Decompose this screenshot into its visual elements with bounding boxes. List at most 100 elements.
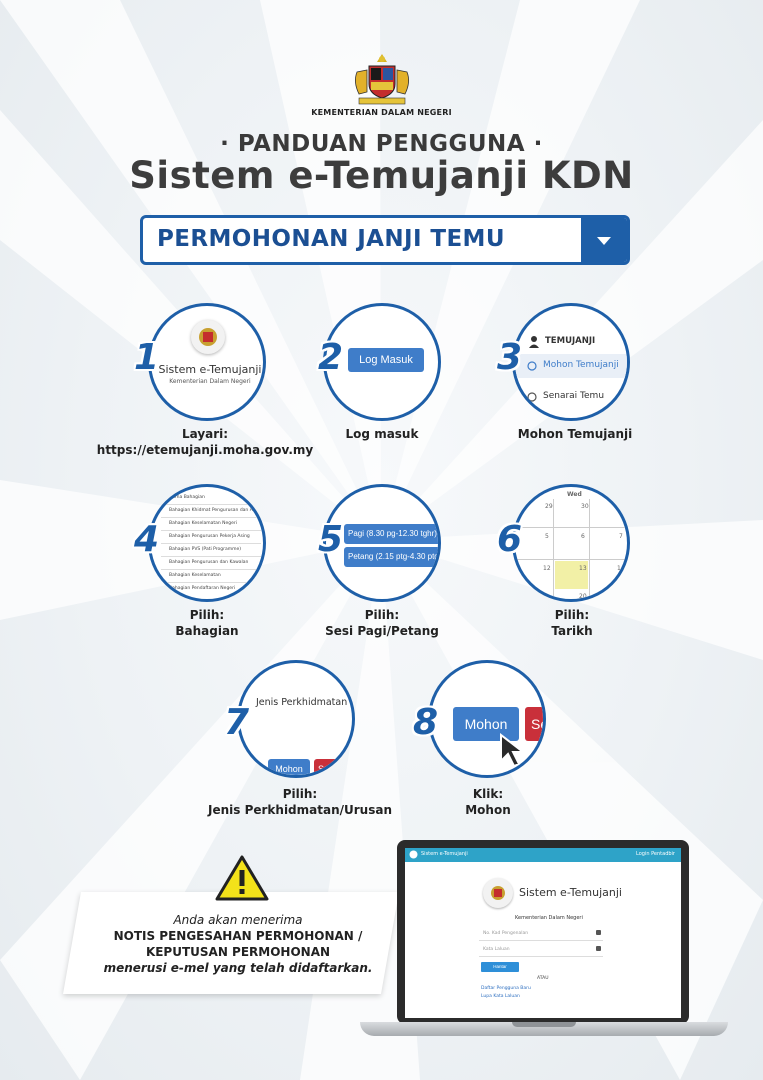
secondary-button: Se — [314, 759, 352, 775]
menu-item-mohon: Mohon Temujanji — [543, 360, 619, 370]
step-4-caption: Pilih: Bahagian — [147, 607, 267, 639]
chevron-down-icon — [581, 218, 627, 262]
laptop-app-subtitle: Kementerian Dalam Negeri — [515, 915, 583, 921]
calendar-day: 20 — [579, 593, 587, 600]
bahagian-item: Bahagian Khidmat Pengurusan dan Aset — [169, 508, 260, 513]
step-5-number: 5 — [318, 519, 344, 560]
calendar-header: Wed — [567, 491, 582, 498]
laptop-nav-title: Sistem e-Temujanji — [421, 851, 468, 857]
laptop-nav-login: Login Pentadbir — [636, 851, 675, 857]
step-8-visual: Mohon Se — [428, 660, 546, 778]
lock-icon — [596, 930, 601, 935]
laptop-app-title: Sistem e-Temujanji — [519, 886, 622, 899]
mouse-cursor-icon — [500, 733, 526, 768]
bahagian-item: Bahagian Keselamatan Negeri — [169, 521, 238, 526]
step-1-visual: Sistem e-Temujanji Kementerian Dalam Neg… — [148, 303, 266, 421]
laptop-crest-icon — [483, 878, 513, 908]
user-icon — [529, 336, 539, 348]
step-8-caption-line2: Mohon — [465, 803, 511, 817]
mohon-button: Mohon — [268, 759, 310, 775]
step-1-caption-url: https://etemujanji.moha.gov.my — [96, 443, 314, 457]
step-7-caption-line2: Jenis Perkhidmatan/Urusan — [207, 803, 392, 817]
step-4-caption-line2: Bahagian — [175, 624, 239, 638]
laptop-screen: Sistem e-Temujanji Login Pentadbir Siste… — [405, 848, 681, 1018]
calendar-day: 12 — [543, 565, 551, 572]
calendar-day: 7 — [619, 533, 623, 540]
step-7-caption-line1: Pilih: — [282, 787, 318, 801]
step-6-caption-line2: Tarikh — [551, 624, 593, 638]
laptop-username-field: No. Kad Pengenalan — [479, 928, 603, 941]
laptop-password-field: Kata Laluan — [479, 944, 603, 957]
step-5-caption-line1: Pilih: — [364, 608, 400, 622]
calendar-day: 29 — [545, 503, 553, 510]
calendar-day: 14 — [617, 565, 625, 572]
step-1-caption-line1: Layari: — [181, 427, 229, 441]
notice-line1: Anda akan menerima — [173, 913, 303, 927]
ministry-name: KEMENTERIAN DALAM NEGERI — [311, 108, 452, 117]
step-1-system-title: Sistem e-Temujanji — [158, 363, 262, 376]
step-6-visual: Wed 29 30 5 6 7 12 13 14 20 — [512, 484, 630, 602]
circle-icon — [527, 392, 537, 402]
pagi-option: Pagi (8.30 pg-12.30 tghr) — [344, 524, 438, 544]
bahagian-item: Bahagian Pengurusan dan Kawalan — [169, 560, 249, 565]
lock-icon — [596, 946, 601, 951]
step-8-caption: Klik: Mohon — [428, 786, 548, 818]
laptop-navbar: Sistem e-Temujanji Login Pentadbir — [405, 848, 681, 862]
laptop-base — [360, 1022, 728, 1036]
section-banner-label: PERMOHONAN JANJI TEMU — [157, 226, 505, 252]
step-3-visual: TEMUJANJI Mohon Temujanji Senarai Temu — [512, 303, 630, 421]
bahagian-item: Bahagian Keselamatan — [169, 573, 221, 578]
step-7-number: 7 — [224, 702, 250, 743]
step-8-number: 8 — [413, 702, 439, 743]
section-banner: PERMOHONAN JANJI TEMU — [140, 215, 630, 265]
calendar-day: 5 — [545, 533, 549, 540]
step-2-caption: Log masuk — [345, 427, 419, 441]
petang-option: Petang (2.15 ptg-4.30 ptg) — [344, 547, 438, 567]
jenis-perkhidmatan-label: Jenis Perkhidmatan — [256, 697, 348, 708]
laptop-or-label: ATAU — [537, 976, 549, 981]
step-6-caption-line1: Pilih: — [554, 608, 590, 622]
step-2-visual: Log Masuk — [323, 303, 441, 421]
step-1-system-subtitle: Kementerian Dalam Negeri — [169, 378, 251, 385]
menu-header: TEMUJANJI — [545, 336, 596, 346]
bahagian-item: Bahagian Pendaftaran Negeri — [169, 586, 236, 591]
step-3-number: 3 — [497, 337, 523, 378]
selected-date-cell — [555, 561, 588, 589]
calendar-day: 6 — [581, 533, 585, 540]
notice-text: Anda akan menerima NOTIS PENGESAHAN PERM… — [88, 912, 388, 976]
step-2-number: 2 — [318, 337, 344, 378]
menu-highlight — [515, 354, 627, 378]
circle-icon — [527, 361, 537, 371]
step-5-caption-line2: Sesi Pagi/Petang — [325, 624, 439, 638]
bahagian-item: Bahagian PVS (Pati Programme) — [169, 547, 242, 552]
mohon-button: Mohon — [453, 707, 519, 741]
page-title: Sistem e-Temujanji KDN — [129, 154, 634, 197]
step-1-caption: Layari: https://etemujanji.moha.gov.my — [95, 426, 315, 458]
step-5-caption: Pilih: Sesi Pagi/Petang — [317, 607, 447, 639]
bahagian-item: Nama Bahagian — [169, 495, 205, 500]
log-masuk-button: Log Masuk — [348, 348, 424, 372]
laptop-forgot-link: Lupa Kata Laluan — [481, 994, 520, 999]
laptop-register-link: Daftar Pengguna Baru — [481, 986, 531, 991]
step-3-caption: Mohon Temujanji — [517, 427, 633, 441]
step-7-caption: Pilih: Jenis Perkhidmatan/Urusan — [190, 786, 410, 818]
calendar-day: 30 — [581, 503, 589, 510]
laptop-login-button: Hantar — [481, 962, 519, 972]
calendar-day: 13 — [579, 565, 587, 572]
step-6-number: 6 — [497, 519, 523, 560]
step-4-caption-line1: Pilih: — [189, 608, 225, 622]
bahagian-item: Bahagian Pengurusan Pekerja Asing — [169, 534, 250, 539]
step-5-visual: Pagi (8.30 pg-12.30 tghr) Petang (2.15 p… — [323, 484, 441, 602]
laptop-notch — [512, 1022, 576, 1027]
notice-line4: menerusi e-mel yang telah didaftarkan. — [103, 961, 373, 975]
notice-line3: KEPUTUSAN PERMOHONAN — [145, 945, 331, 959]
step-6-caption: Pilih: Tarikh — [512, 607, 632, 639]
menu-item-senarai: Senarai Temu — [543, 391, 605, 401]
step-1-number: 1 — [134, 337, 160, 378]
coat-of-arms-icon — [191, 320, 225, 354]
coat-of-arms-logo — [355, 54, 409, 105]
guide-title: · PANDUAN PENGGUNA · — [220, 131, 543, 157]
home-icon — [409, 850, 418, 859]
secondary-button: Se — [525, 707, 543, 741]
